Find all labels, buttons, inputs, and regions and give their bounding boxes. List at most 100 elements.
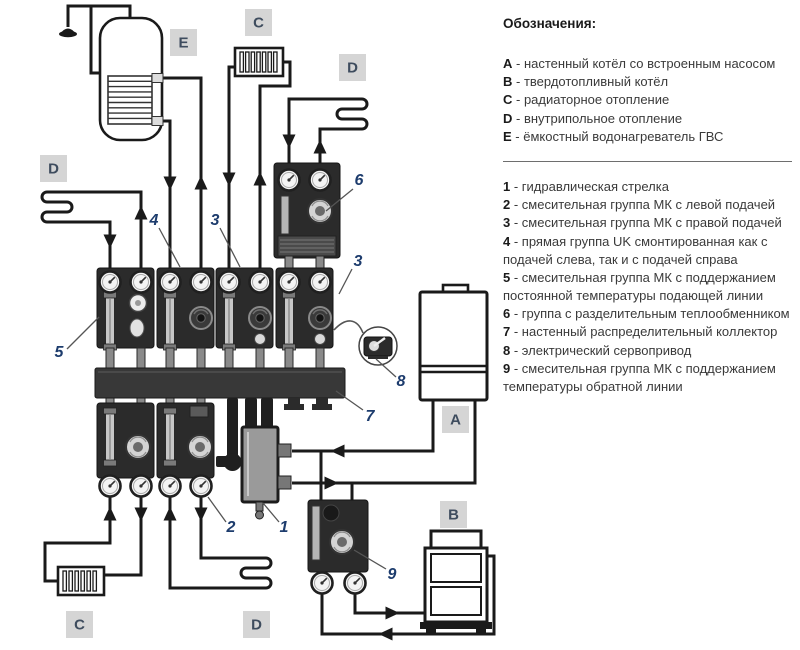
pressure-gauge [277, 168, 301, 192]
legend-key: 8 [503, 342, 511, 358]
floor-coil-top-right [287, 97, 369, 170]
radiator-bottom-return-pipe [43, 497, 112, 583]
pressure-gauge [189, 474, 213, 498]
distribution-manifold [94, 367, 346, 410]
pressure-gauge [158, 270, 182, 294]
shower-icon [59, 28, 77, 38]
pump-group-9 [307, 499, 369, 595]
shower-pipe [66, 4, 132, 27]
legend-key: A [503, 56, 513, 71]
legend-item-7: 7 - настенный распределительный коллекто… [503, 323, 792, 341]
pump-icon [329, 529, 355, 555]
radiator-bottom-icon [56, 565, 106, 597]
legend-desc: - группа с разделительным теплообменнико… [510, 306, 790, 322]
pressure-gauge [158, 474, 182, 498]
badge-a: A [442, 406, 469, 433]
legend-key: E [503, 128, 512, 144]
legend-divider [503, 160, 792, 162]
badge-label: C [253, 15, 264, 32]
callout-7: 7 [366, 408, 376, 425]
floor-coil-bottom [168, 497, 273, 590]
pump-group-mk-right-1 [215, 267, 274, 351]
legend-desc: - смесительная группа МК с поддержанием … [503, 360, 776, 394]
arrow-up-icon [313, 139, 327, 154]
pump-group-6 [273, 162, 341, 273]
arrow-down-icon [282, 134, 296, 149]
callout-8: 8 [397, 373, 406, 390]
legend-desc: - смесительная группа МК с поддержанием … [503, 269, 776, 304]
tank-supply-pipe [162, 76, 203, 272]
boilerB-supply-pipe [353, 594, 425, 615]
legend-desc: - смесительная группа МК с левой подачей [510, 197, 776, 213]
legend-key: 1 [503, 178, 511, 194]
legend-item-b: B - твердотопливный котёл [503, 73, 792, 91]
arrow-left-icon [330, 444, 345, 458]
legend-key: C [503, 92, 513, 108]
pump-icon [187, 434, 213, 460]
hydraulic-separator [216, 398, 292, 520]
servo-drive [333, 320, 398, 366]
arrow-up-icon [194, 175, 208, 190]
badge-label: B [448, 507, 459, 524]
solid-fuel-boiler [420, 529, 492, 634]
badge-d-top: D [339, 54, 366, 81]
callout-6: 6 [355, 172, 364, 189]
callout-5: 5 [55, 344, 65, 361]
legend-desc: - электрический сервопривод [510, 342, 692, 358]
legend-desc: - настенный котёл со встроенным насосом [512, 56, 776, 71]
radiator-top-icon [233, 46, 285, 78]
legend-desc: - гидравлическая стрелка [510, 178, 669, 194]
legend-item-3: 3 - смесительная группа МК с правой пода… [503, 214, 792, 232]
pump-group-2-lower [156, 402, 215, 498]
legend-key: 2 [503, 197, 511, 213]
radiator-top-supply-pipe [258, 60, 292, 272]
badge-label: C [74, 617, 85, 634]
pressure-gauge [310, 571, 334, 595]
badge-d-left: D [40, 155, 67, 182]
arrow-left-icon [378, 627, 393, 641]
arrow-down-icon [134, 507, 148, 522]
legend-item-5: 5 - смесительная группа МК с поддержание… [503, 269, 792, 305]
pump-icon [125, 434, 151, 460]
callout-1: 1 [280, 519, 289, 536]
pressure-gauge [129, 474, 153, 498]
pump-group-mk-right-2 [275, 267, 334, 351]
badge-label: D [48, 161, 59, 178]
badge-label: A [450, 412, 461, 429]
legend-desc: - смесительная группа МК с правой подаче… [510, 215, 782, 231]
pump-icon [308, 306, 332, 330]
callout-4: 4 [149, 212, 159, 229]
pump-icon [248, 306, 272, 330]
pump-group-5 [96, 267, 155, 351]
pump-icon [307, 198, 333, 224]
pressure-gauge [189, 270, 213, 294]
badge-label: D [251, 617, 262, 634]
arrow-down-icon [103, 234, 117, 249]
tank-return-pipe [162, 119, 172, 272]
arrow-up-icon [103, 506, 117, 521]
legend-item-a: A - настенный котёл со встроенным насосо… [503, 55, 792, 73]
legend-item-e: E - ёмкостный водонагреватель ГВС [503, 128, 792, 146]
badge-c-top: C [245, 9, 272, 36]
legend-item-6: 6 - группа с разделительным теплообменни… [503, 305, 792, 323]
heating-scheme-diagram: E C D D A B C D [40, 4, 496, 641]
pressure-gauge [217, 270, 241, 294]
arrow-down-icon [194, 507, 208, 522]
pressure-gauge [343, 571, 367, 595]
radiator-bottom-supply-pipe [104, 497, 143, 577]
arrow-down-icon [163, 176, 177, 191]
boilerB-return-pipe [320, 554, 496, 636]
legend-item-c: C - радиаторное отопление [503, 91, 792, 109]
arrow-right-icon [385, 606, 400, 620]
legend-desc: - прямая группа UK смонтированная как с … [503, 233, 768, 267]
arrow-up-icon [253, 171, 267, 186]
pump-icon [189, 306, 213, 330]
legend-item-4: 4 - прямая группа UK смонтированная как … [503, 233, 792, 269]
legend-item-1: 1 - гидравлическая стрелка [503, 178, 792, 196]
legend-key: 5 [503, 269, 511, 285]
wall-boiler [418, 283, 489, 402]
legend-panel: Обозначения: A - настенный котёл со встр… [503, 16, 792, 396]
tank-inlet-pipe [89, 6, 100, 75]
legend-number-list: 1 - гидравлическая стрелка 2 - смеситель… [503, 178, 792, 396]
legend-item-d: D - внутрипольное отопление [503, 110, 792, 128]
